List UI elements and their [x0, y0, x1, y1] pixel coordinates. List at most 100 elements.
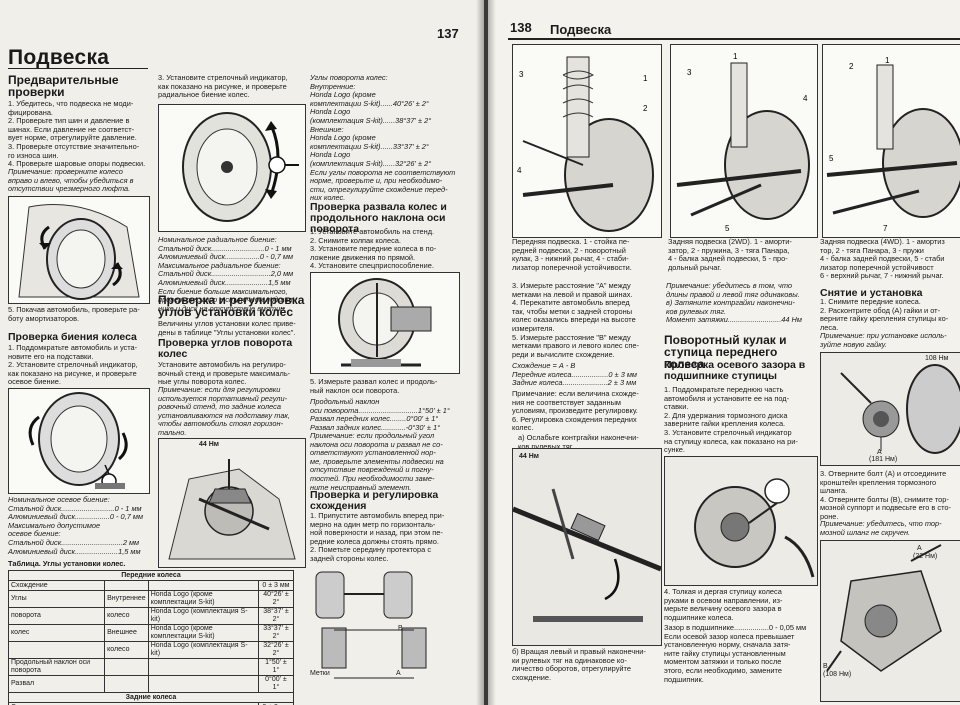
section-text: 5. Измерьте развал колес и продоль-ный н…: [310, 377, 460, 395]
text-line: редние колеса должны стоять прямо.: [310, 536, 439, 546]
figure-wheel-shake: [8, 196, 150, 304]
text-line: леса.: [820, 322, 839, 332]
text-line: Алюминиевый диск.................0 - 0,7…: [158, 252, 294, 262]
text-line: 2. Установите стрелочный индикатор,: [8, 360, 138, 370]
text-line: схождение.: [512, 672, 552, 682]
text-line: так, чтобы метки с задней стороны: [512, 306, 633, 316]
label-b: B: [823, 663, 828, 670]
figure-caliper: A (22 Нм) B (108 Нм): [820, 540, 960, 702]
section-text: Величины углов установки колес приве-ден…: [158, 319, 306, 337]
section-text: 1. Припустите автомобиль вперед при-мерн…: [310, 511, 462, 564]
text-line: в) Затяните контргайки наконечни-: [666, 298, 795, 308]
figure-toe-measure: B A Метки: [310, 568, 450, 686]
text-line: 2. Расконтрите обод (А) гайки и от-: [820, 305, 941, 315]
table-cell: 2 ± 3 мм: [257, 702, 295, 705]
text-line: Развал задних колес............-0°30' ± …: [310, 422, 441, 432]
text-line: 5. Покачав автомобиль, проверьте ра-: [8, 305, 140, 314]
section-title: Снятие и установка: [820, 287, 923, 299]
text-line: ные углы поворота колес.: [158, 377, 247, 387]
text-line: Схождение = А - В: [512, 361, 576, 370]
table-cell: Honda Logo (комплектация S-kit): [147, 607, 259, 625]
text-line: боту амортизаторов.: [8, 313, 80, 323]
text-line: шинах. Если давление не соответст-: [8, 124, 135, 134]
text-line: б) Вращая левый и правый наконечни-: [512, 647, 646, 656]
figure-hub-indicator: [664, 456, 818, 586]
text-line: сти, отрегулируйте схождение перед-: [310, 184, 448, 194]
svg-text:4: 4: [803, 94, 808, 103]
text-line: 2. Пометьте середину протектора с: [310, 545, 432, 555]
text-line: Момент затяжки..........................…: [666, 315, 802, 325]
text-line: Honda Logo (кроме: [310, 133, 376, 143]
text-line: Honda Logo (кроме: [310, 90, 376, 100]
text-line: Алюминиевый диск.....................1,5…: [158, 277, 291, 287]
text-line: чтобы автомобиль стоял горизон-: [158, 419, 284, 429]
text-line: наклона оси поворота и развал не со-: [310, 439, 443, 449]
text-line: лизатор поперечной устойчивости.: [512, 262, 632, 272]
svg-text:3: 3: [519, 70, 524, 79]
text-line: ните неисправный элемент.: [310, 482, 412, 492]
text-line: мозной суппорт и подвесьте его в сто-: [820, 503, 951, 513]
text-line: как показано на рисунке, и проверьте: [158, 81, 287, 91]
svg-text:7: 7: [883, 224, 888, 233]
label-a: A: [877, 449, 882, 456]
text-line: ков рулевых тяг.: [518, 441, 574, 451]
svg-text:1: 1: [885, 56, 890, 65]
svg-text:2: 2: [849, 62, 854, 71]
text-line: 5. Измерьте расстояние "B" между: [512, 332, 631, 342]
text-line: а) Ослабьте контргайки наконечни-: [518, 433, 639, 442]
section-title: Проверка развала колес и продольного нак…: [310, 201, 447, 235]
text-line: затор, 2 - пружина, 3 - тяга Панара,: [668, 245, 790, 255]
text-line: 2. Снимите колпак колеса.: [310, 235, 401, 245]
svg-text:5: 5: [725, 224, 730, 233]
text-line: ровочный стенд, то задние колеса: [158, 402, 281, 412]
svg-text:5: 5: [829, 154, 834, 163]
text-line: 4 - балка задней подвески, 5 - стаби: [820, 254, 945, 264]
text-line: колес.: [512, 423, 534, 433]
text-line: верните гайку крепления ступицы ко-: [820, 314, 949, 324]
text-line: 2. Для удержания тормозного диска: [664, 410, 788, 420]
text-line: отсутствие повреждений и погну-: [310, 465, 434, 475]
text-line: 6. Регулировка схождения передних: [512, 414, 637, 424]
text-line: ный наклон оси поворота.: [310, 385, 400, 395]
svg-text:1: 1: [733, 52, 738, 61]
table-cell: колес: [7, 624, 106, 642]
text-line: Если углы поворота не соответствуют: [310, 167, 456, 177]
figure-axial-runout: [8, 388, 150, 494]
svg-text:1: 1: [643, 74, 648, 83]
figure-caption: Задняя подвеска (2WD). 1 - аморти-затор,…: [668, 237, 818, 272]
table-cell: 40°26' ± 2°: [257, 590, 295, 608]
text-line: 3. Установите стрелочный индикатор: [664, 427, 792, 437]
figure-caption: Передняя подвеска. 1 - стойка пе-редней …: [512, 237, 662, 272]
text-line: Развал передних колес........0°00' ± 1°: [310, 414, 439, 424]
section-title: Поворотный кулак и ступица переднего кол…: [664, 333, 787, 371]
section-text: 1. Установите автомобиль на стенд.2. Сни…: [310, 227, 462, 271]
text-line: новите его на подставки.: [8, 351, 94, 361]
figure-steering-angle: 44 Нм: [158, 438, 306, 568]
text-line: Алюминиевый диск.....................1,5…: [8, 546, 141, 556]
text-line: Величины углов установки колес приве-: [158, 319, 296, 328]
text-line: используется портативный регули-: [158, 393, 288, 403]
text-line: 1. Поддомкратьте автомобиль и уста-: [8, 343, 138, 352]
table-cell: Honda Logo (кроме комплектации S-kit): [147, 590, 259, 608]
text-line: 4. Толкая и дергая ступицу колеса: [664, 587, 782, 596]
note-text: Примечание: при установке исполь-зуйте н…: [820, 331, 960, 349]
text-line: Примечание: убедитесь, что тор-: [820, 519, 942, 528]
section-text: Установите автомобиль на регулиро-вочный…: [158, 360, 306, 387]
text-line: осевое биение:: [8, 529, 61, 539]
table-cell: [147, 658, 259, 676]
section-title: Проверка и регулировка углов установки к…: [158, 293, 305, 319]
table-cell: Продольный наклон оси поворота: [7, 658, 106, 676]
page-number: 137: [437, 26, 459, 41]
text-line: тально.: [158, 427, 187, 437]
label-a: A: [917, 545, 922, 552]
figure-hub-nut: 108 Нм A (181 Нм): [820, 352, 960, 466]
radial-runout-specs: Номинальное радиальное биение:Стальной д…: [158, 235, 306, 313]
